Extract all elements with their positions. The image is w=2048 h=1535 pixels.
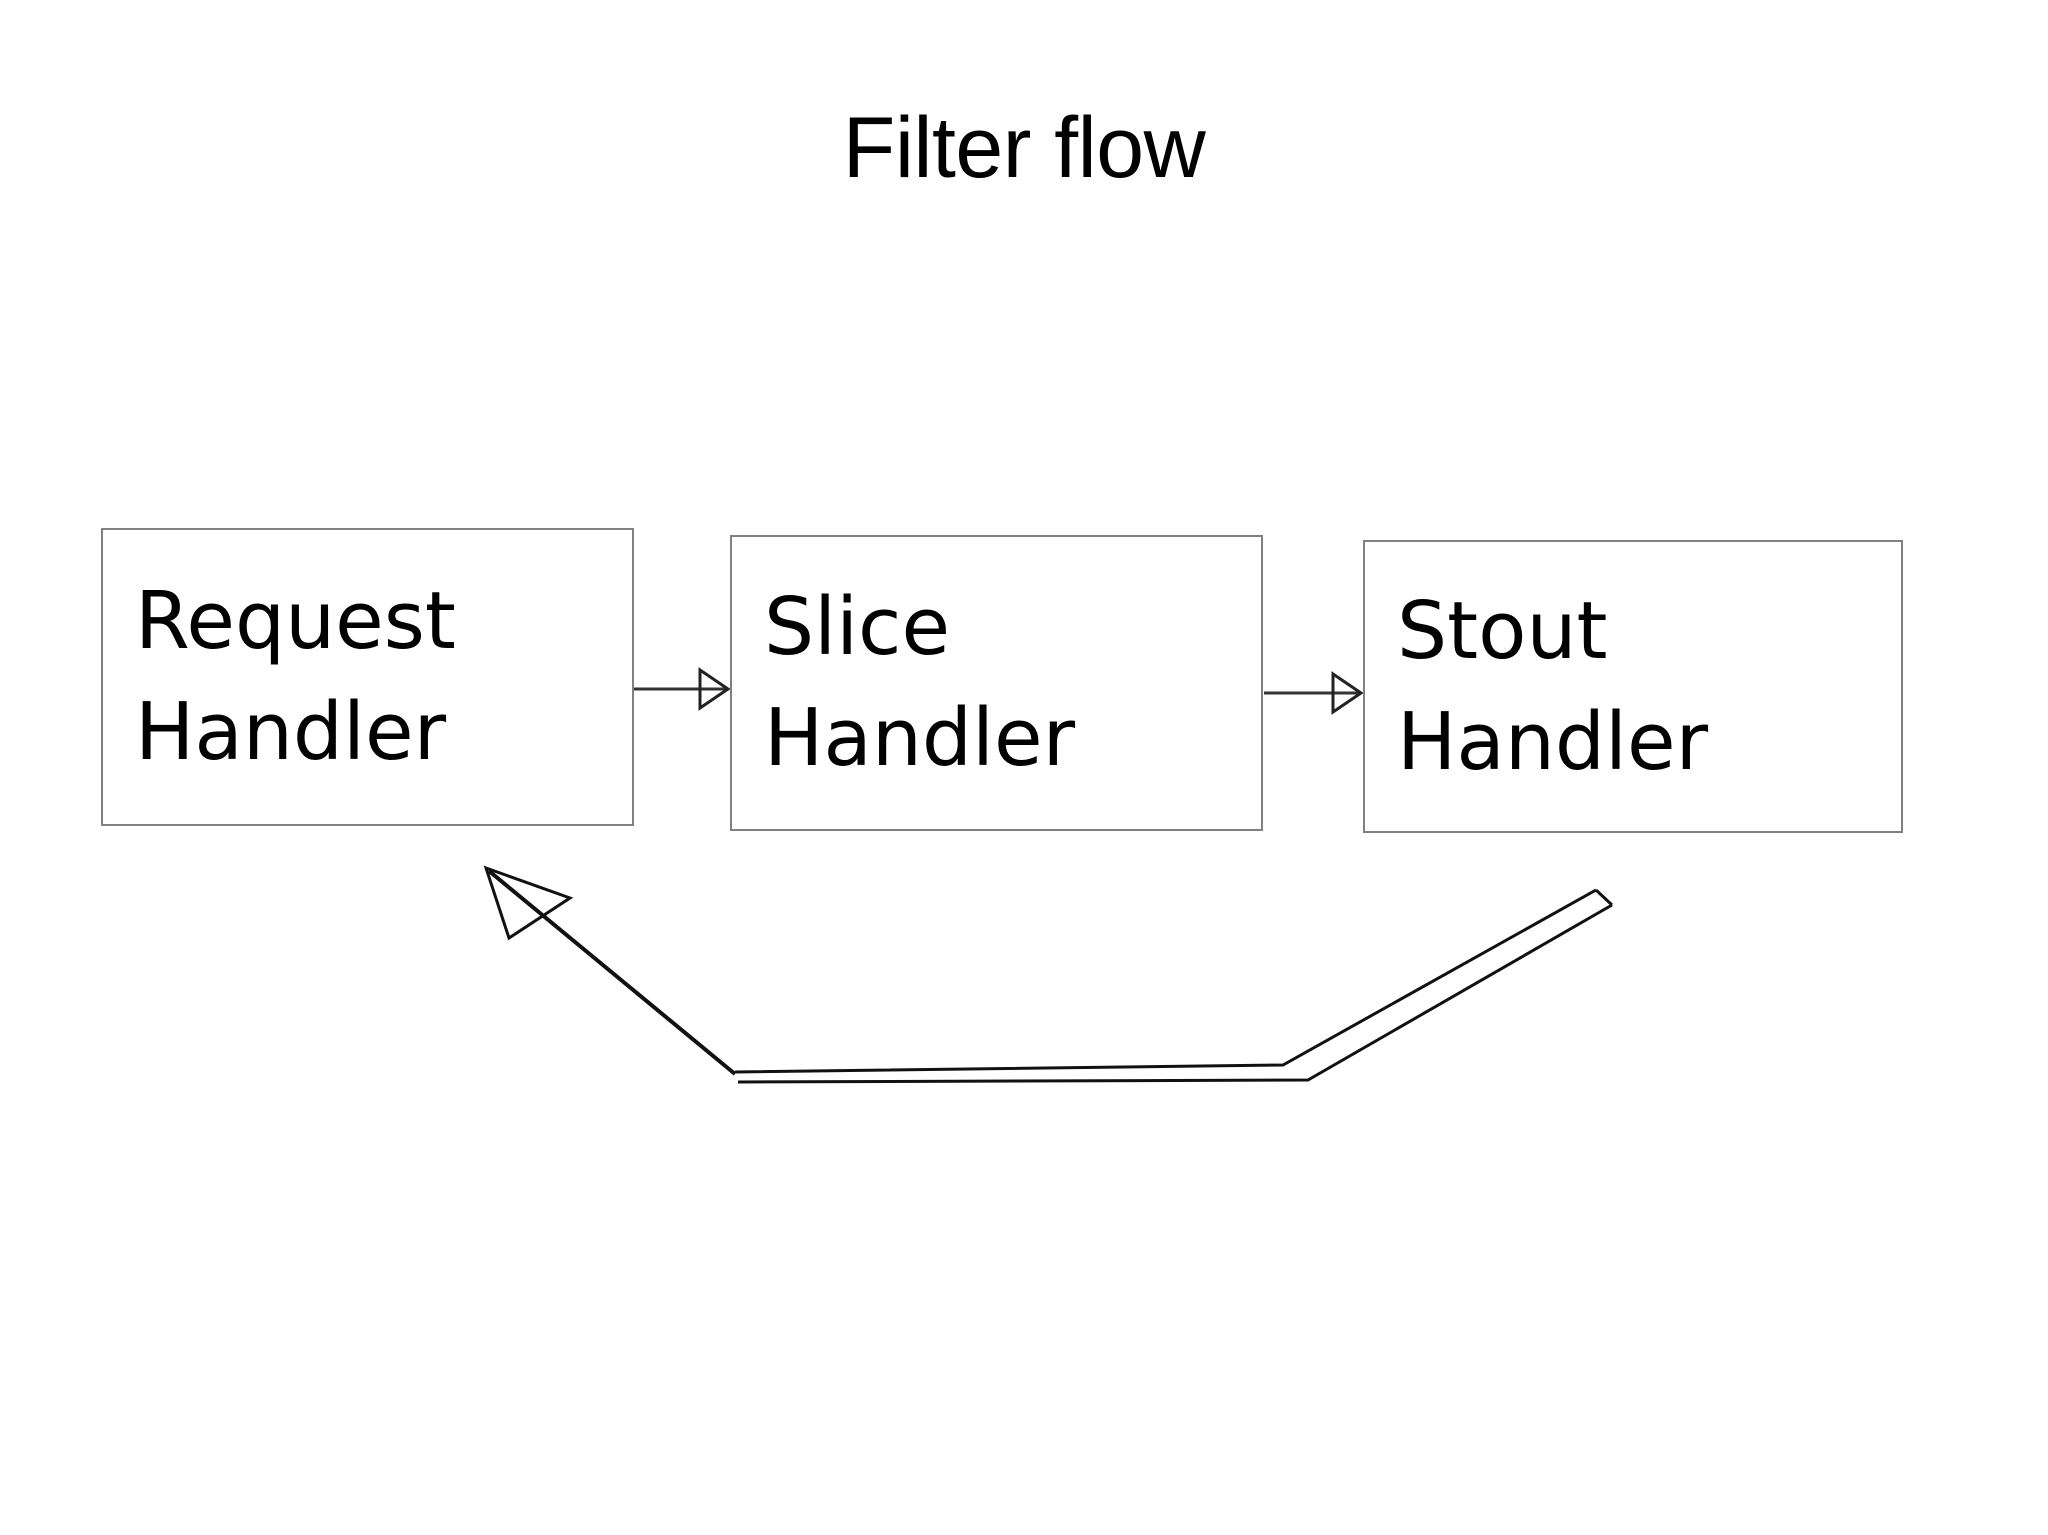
node-stout-handler[interactable]: Stout Handler (1363, 540, 1903, 833)
feedback-ribbon-upper-edge (734, 888, 1597, 1074)
node-slice-handler[interactable]: Slice Handler (730, 535, 1263, 831)
node-label-line-2: Handler (1397, 695, 1709, 788)
feedback-ribbon-end-cap (1594, 888, 1614, 907)
feedback-ribbon-lower-edge (737, 903, 1613, 1084)
connector-request-to-slice (634, 667, 731, 711)
connector-slice-to-stout (1264, 671, 1364, 715)
connector-stout-to-request-feedback (483, 865, 1614, 1084)
page-title: Filter flow (842, 100, 1206, 196)
arrowhead-open-triangle-icon (698, 667, 731, 711)
arrowhead-open-triangle-icon (1331, 671, 1364, 715)
node-label-line-1: Stout (1397, 584, 1608, 677)
node-label-line-1: Request (135, 575, 456, 667)
node-request-handler[interactable]: Request Handler (101, 528, 634, 826)
feedback-ribbon-rising-segment (487, 869, 737, 1076)
node-label-line-2: Handler (764, 692, 1076, 784)
node-label-line-2: Handler (135, 686, 447, 778)
node-label-line-1: Slice (764, 581, 951, 673)
arrowhead-open-triangle-icon (483, 865, 574, 941)
